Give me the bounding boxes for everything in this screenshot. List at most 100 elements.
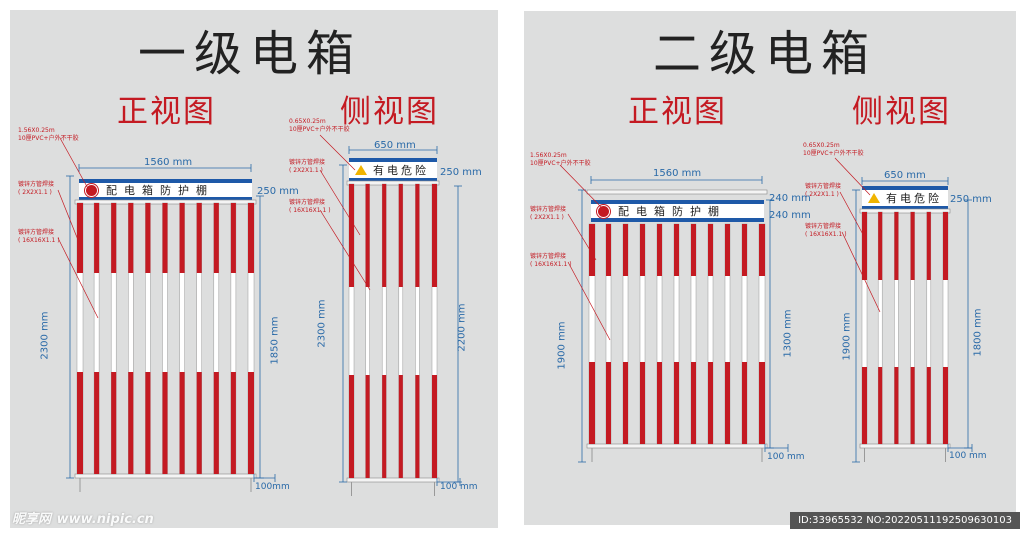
- left-side-bar-3-red-bottom: [398, 375, 403, 478]
- left-side-pipe2-leader: [319, 209, 371, 291]
- front-width-dim-left: 1560 mm: [144, 157, 193, 168]
- left-side-bar-0-red-bottom: [349, 375, 354, 478]
- side-sign-height-dim-left: 250 mm: [440, 167, 482, 178]
- right-side-sign-leader: [834, 157, 871, 196]
- right-front-bar-8-red-top: [725, 224, 730, 276]
- right-front-bar-8-red-bottom: [725, 362, 730, 444]
- left-side-pipe1-leader: [319, 169, 361, 236]
- side-sign-right: 有电危险: [862, 186, 948, 210]
- front-pipe-note-2-right: 镀锌方管焊接( 16X16X1.1 ): [530, 253, 572, 268]
- right-front-pipe2-leader: [567, 261, 611, 341]
- right-front-bar-7-red-top: [708, 224, 713, 276]
- left-front-bar-2-red-bottom: [111, 372, 117, 474]
- right-front-bar-2-red-top: [623, 224, 628, 276]
- front-width-dim-right: 1560 mm: [653, 168, 702, 179]
- right-front-top-rail: [586, 189, 768, 195]
- left-side-sign-leader: [319, 134, 356, 171]
- left-front-pipe1-leader: [57, 189, 83, 251]
- side-view-title-left: 侧视图: [340, 94, 439, 130]
- right-front-bar-7-red-bottom: [708, 362, 713, 444]
- right-front-bar-9-red-bottom: [742, 362, 747, 444]
- left-front-bar-8-red-top: [213, 203, 219, 273]
- left-front-bar-7-red-bottom: [196, 372, 202, 474]
- right-front-bar-0-red-bottom: [589, 362, 595, 444]
- right-front-bar-4-red-bottom: [657, 362, 662, 444]
- left-front-bar-3-red-top: [128, 203, 134, 273]
- right-front-bar-2-red-bottom: [623, 362, 628, 444]
- side-pipe-note-1-left: 镀锌方管焊接( 2X2X1.1 ): [289, 159, 326, 174]
- right-front-bar-4-red-top: [657, 224, 662, 276]
- right-side-bar-4-red-top: [926, 212, 931, 280]
- right-front-sign-leader: [559, 164, 603, 209]
- right-front-pipe1-leader: [567, 213, 597, 261]
- left-front-bar-6-red-bottom: [179, 372, 185, 474]
- front-sign-left: 配电箱防护棚: [79, 179, 252, 201]
- left-front-bar-4-red-bottom: [145, 372, 151, 474]
- front-sign-top-dim-right: 240 mm: [769, 193, 811, 204]
- right-front-bar-3-red-bottom: [640, 362, 645, 444]
- left-front-pipe2-leader: [57, 237, 99, 319]
- right-side-bar-3-red-top: [910, 212, 915, 280]
- left-front-bar-7-red-top: [196, 203, 202, 273]
- side-bottom-dim-right: 100 mm: [949, 451, 987, 461]
- left-front-bar-5-red-top: [162, 203, 168, 273]
- title-level-one: 一级电箱: [138, 26, 363, 82]
- front-pipe-note-2-left: 镀锌方管焊接( 16X16X1.1 ): [18, 229, 60, 244]
- left-front-bar-10-red-top: [248, 203, 254, 273]
- right-front-bar-6-red-bottom: [691, 362, 696, 444]
- image-id-label: ID:33965532 NO:20220511192509630103: [790, 512, 1020, 529]
- right-front-bar-10-red-bottom: [759, 362, 765, 444]
- left-front-bar-4-red-top: [145, 203, 151, 273]
- front-bottom-dim-left: 100mm: [255, 482, 290, 492]
- right-front-bar-5-red-top: [674, 224, 679, 276]
- right-side-bar-4-red-bottom: [926, 367, 931, 444]
- front-pipe-note-1-right: 镀锌方管焊接( 2X2X1.1 ): [530, 206, 567, 221]
- front-view-title-right: 正视图: [628, 94, 727, 130]
- left-side-bar-3-red-top: [398, 184, 403, 287]
- left-front-bar-3-red-bottom: [128, 372, 134, 474]
- left-side-bar-4-red-bottom: [415, 375, 420, 478]
- side-bottom-dim-left: 100 mm: [440, 482, 478, 492]
- right-front-bar-1-red-bottom: [606, 362, 611, 444]
- prohibition-icon: [597, 204, 610, 218]
- front-pipe-note-1-left: 镀锌方管焊接( 2X2X1.1 ): [18, 181, 55, 196]
- right-side-bar-0-red-bottom: [862, 367, 867, 444]
- left-front-bar-9-red-top: [230, 203, 236, 273]
- left-side-bottom-rail: [346, 477, 440, 483]
- right-side-bar-1-red-top: [878, 212, 883, 280]
- left-side-top-rail: [346, 180, 440, 186]
- left-side-bar-2-red-top: [382, 184, 387, 287]
- warning-icon: [355, 165, 367, 175]
- front-sign-height-dim-left: 250 mm: [257, 186, 299, 197]
- side-sign-height-dim-right: 250 mm: [950, 194, 992, 205]
- side-pipe-note-2-right: 镀锌方管焊接( 16X16X1.1 ): [805, 223, 847, 238]
- left-side-bar-0-red-top: [349, 184, 354, 287]
- left-front-bar-1-red-top: [94, 203, 100, 273]
- right-side-bar-2-red-bottom: [894, 367, 899, 444]
- right-front-bottom-rail: [586, 443, 768, 449]
- watermark: 昵享网 www.nipic.cn: [12, 512, 154, 527]
- side-pipe-note-2-left: 镀锌方管焊接( 16X16X1.1 ): [289, 199, 331, 214]
- left-front-bar-0-red-bottom: [77, 372, 83, 474]
- right-front-bar-0-red-top: [589, 224, 595, 276]
- right-front-bar-3-red-top: [640, 224, 645, 276]
- left-side-bar-2-red-bottom: [382, 375, 387, 478]
- left-front-bar-0-red-top: [77, 203, 83, 273]
- right-side-bottom-rail: [859, 443, 951, 449]
- left-front-bar-8-red-bottom: [213, 372, 219, 474]
- right-front-bar-10-red-top: [759, 224, 765, 276]
- left-side-bar-4-red-top: [415, 184, 420, 287]
- right-front-bar-1-red-top: [606, 224, 611, 276]
- left-front-bar-1-red-bottom: [94, 372, 100, 474]
- warning-icon: [868, 193, 880, 203]
- left-front-bar-5-red-bottom: [162, 372, 168, 474]
- right-front-bar-9-red-top: [742, 224, 747, 276]
- side-pipe-note-1-right: 镀锌方管焊接( 2X2X1.1 ): [805, 183, 842, 198]
- side-width-dim-left: 650 mm: [374, 140, 416, 151]
- left-front-sign-leader: [59, 137, 91, 193]
